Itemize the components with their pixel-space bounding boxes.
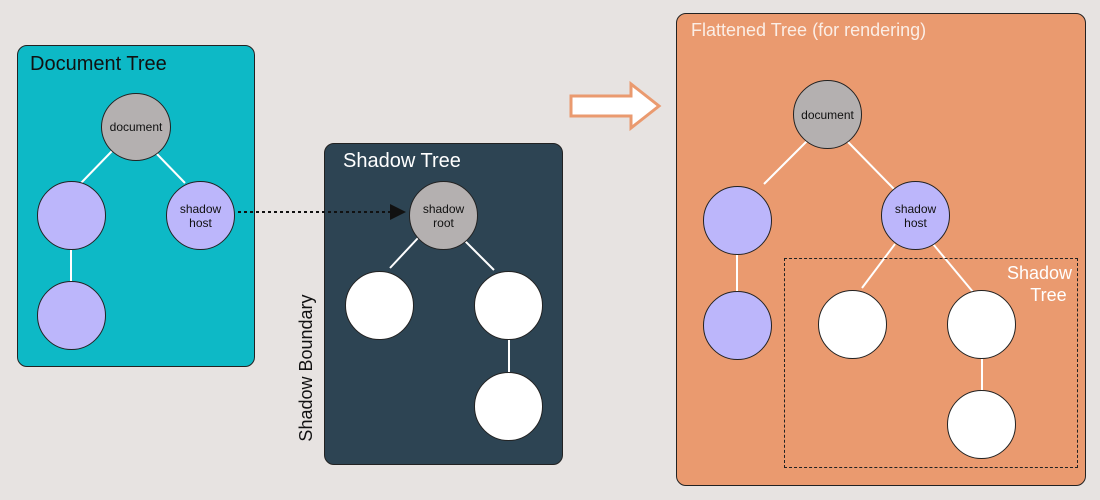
shadow-node-root: shadow root [409, 181, 478, 250]
flat-shadow-region-label-line1: Shadow [1006, 263, 1072, 283]
doc-node-shadow-host: shadow host [166, 181, 235, 250]
doc-node-document: document [101, 93, 171, 161]
flat-node-left [703, 186, 772, 255]
doc-node-left [37, 181, 106, 250]
shadow-tree-title: Shadow Tree [343, 150, 461, 172]
flat-shadow-node-right-child [947, 390, 1016, 459]
shadow-node-left [345, 271, 414, 340]
flat-shadow-node-right [947, 290, 1016, 359]
flat-shadow-node-left [818, 290, 887, 359]
flat-shadow-region-label-line2: Tree [1030, 285, 1067, 305]
doc-node-left-child [37, 281, 106, 350]
flat-node-document: document [793, 80, 862, 149]
shadow-node-right-child [474, 372, 543, 441]
shadow-node-root-label: shadow root [422, 201, 465, 230]
flat-shadow-region [784, 258, 1078, 468]
shadow-node-right [474, 271, 543, 340]
doc-node-document-label: document [109, 120, 163, 134]
document-tree-title: Document Tree [30, 53, 167, 75]
flat-node-left-child [703, 291, 772, 360]
flat-node-shadow-host: shadow host [881, 181, 950, 250]
flat-node-shadow-host-label: shadow host [894, 201, 937, 230]
shadow-boundary-label: Shadow Boundary [296, 294, 316, 442]
flat-node-document-label: document [801, 107, 854, 122]
flat-shadow-region-label: Shadow Tree [1007, 262, 1072, 306]
doc-node-shadow-host-label: shadow host [179, 201, 222, 230]
flattened-tree-title: Flattened Tree (for rendering) [691, 20, 927, 40]
